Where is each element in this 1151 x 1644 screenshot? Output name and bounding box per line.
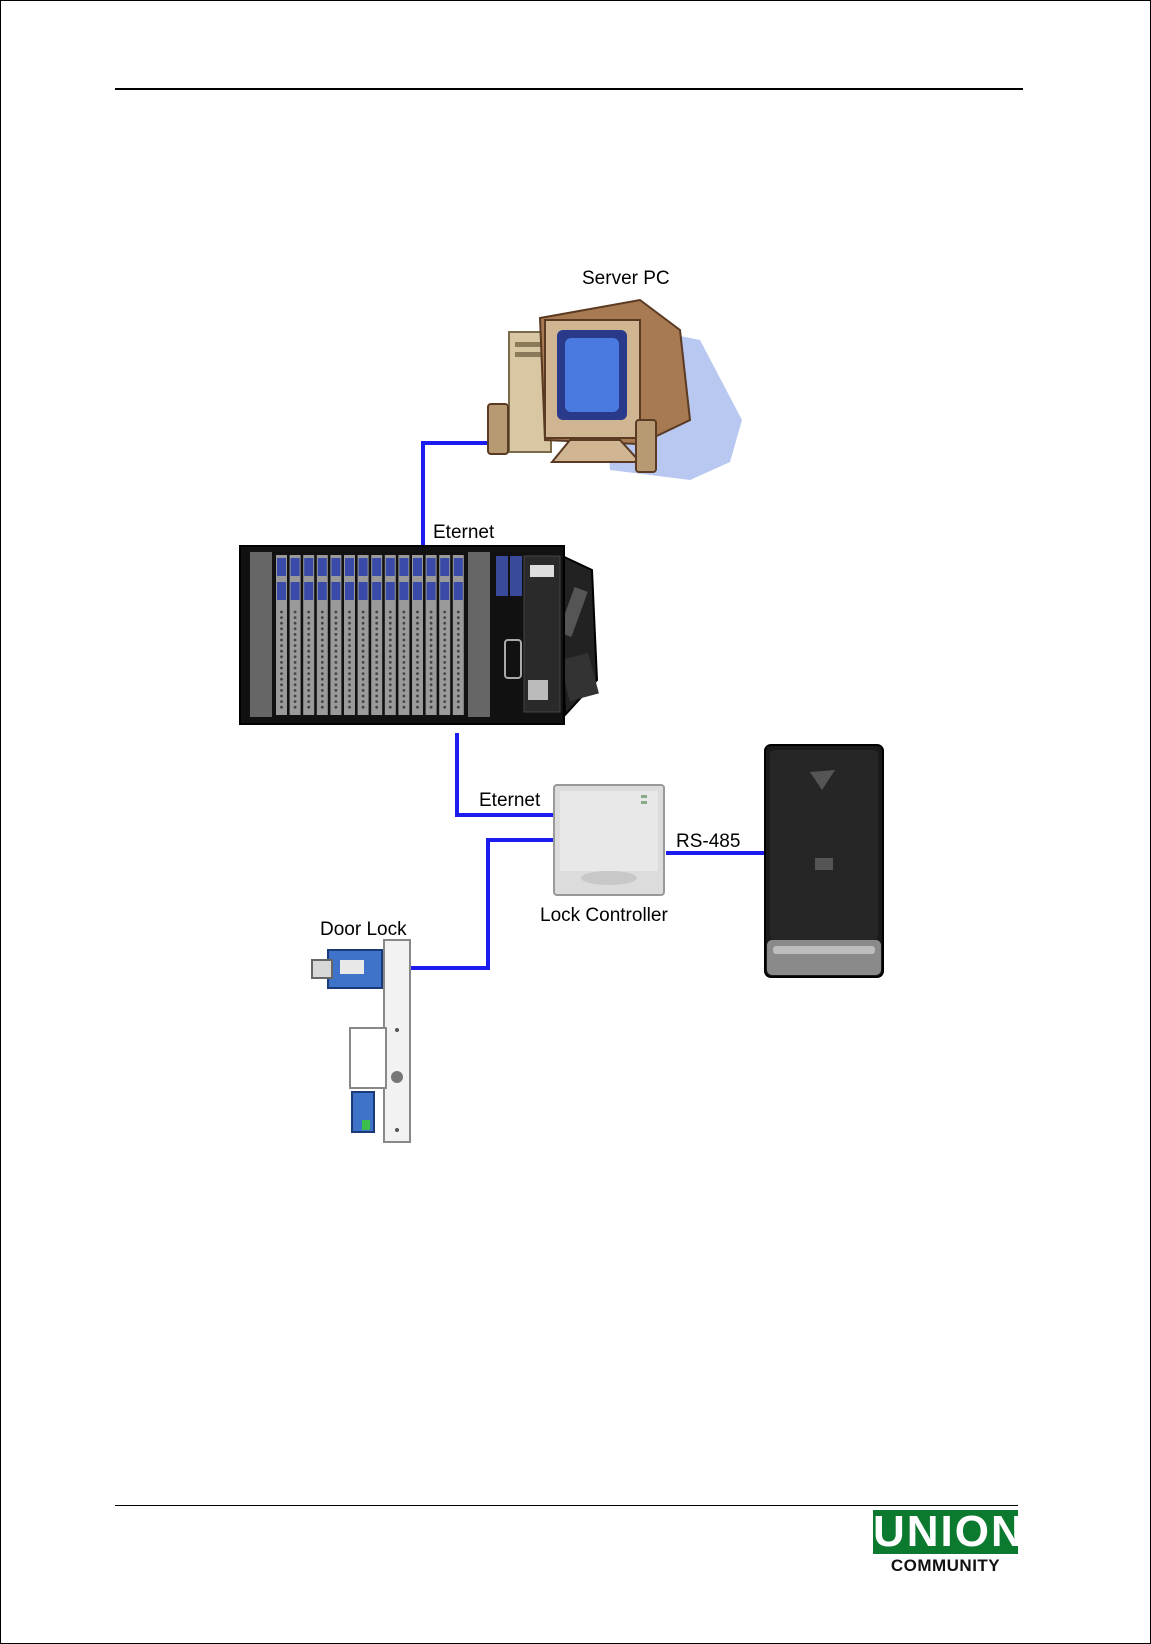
- card-reader-illustration: [765, 745, 883, 977]
- label-eternet-bottom: Eternet: [479, 790, 541, 811]
- logo-word: UNION: [873, 1510, 1018, 1554]
- rack-illustration: [240, 546, 599, 724]
- cable-controller-to-doorlock: [410, 840, 555, 968]
- door-lock-illustration: [312, 940, 410, 1142]
- logo-subtitle: COMMUNITY: [873, 1556, 1018, 1576]
- union-community-logo: UNION COMMUNITY: [873, 1510, 1018, 1576]
- label-rs485: RS-485: [676, 831, 740, 852]
- label-server-pc: Server PC: [582, 268, 670, 289]
- label-door-lock: Door Lock: [320, 919, 407, 940]
- label-lock-controller: Lock Controller: [540, 905, 668, 926]
- lock-controller-illustration: [554, 785, 664, 895]
- label-eternet-top: Eternet: [433, 522, 495, 543]
- footer-rule: [115, 1505, 1018, 1506]
- server-pc-illustration: [488, 300, 742, 480]
